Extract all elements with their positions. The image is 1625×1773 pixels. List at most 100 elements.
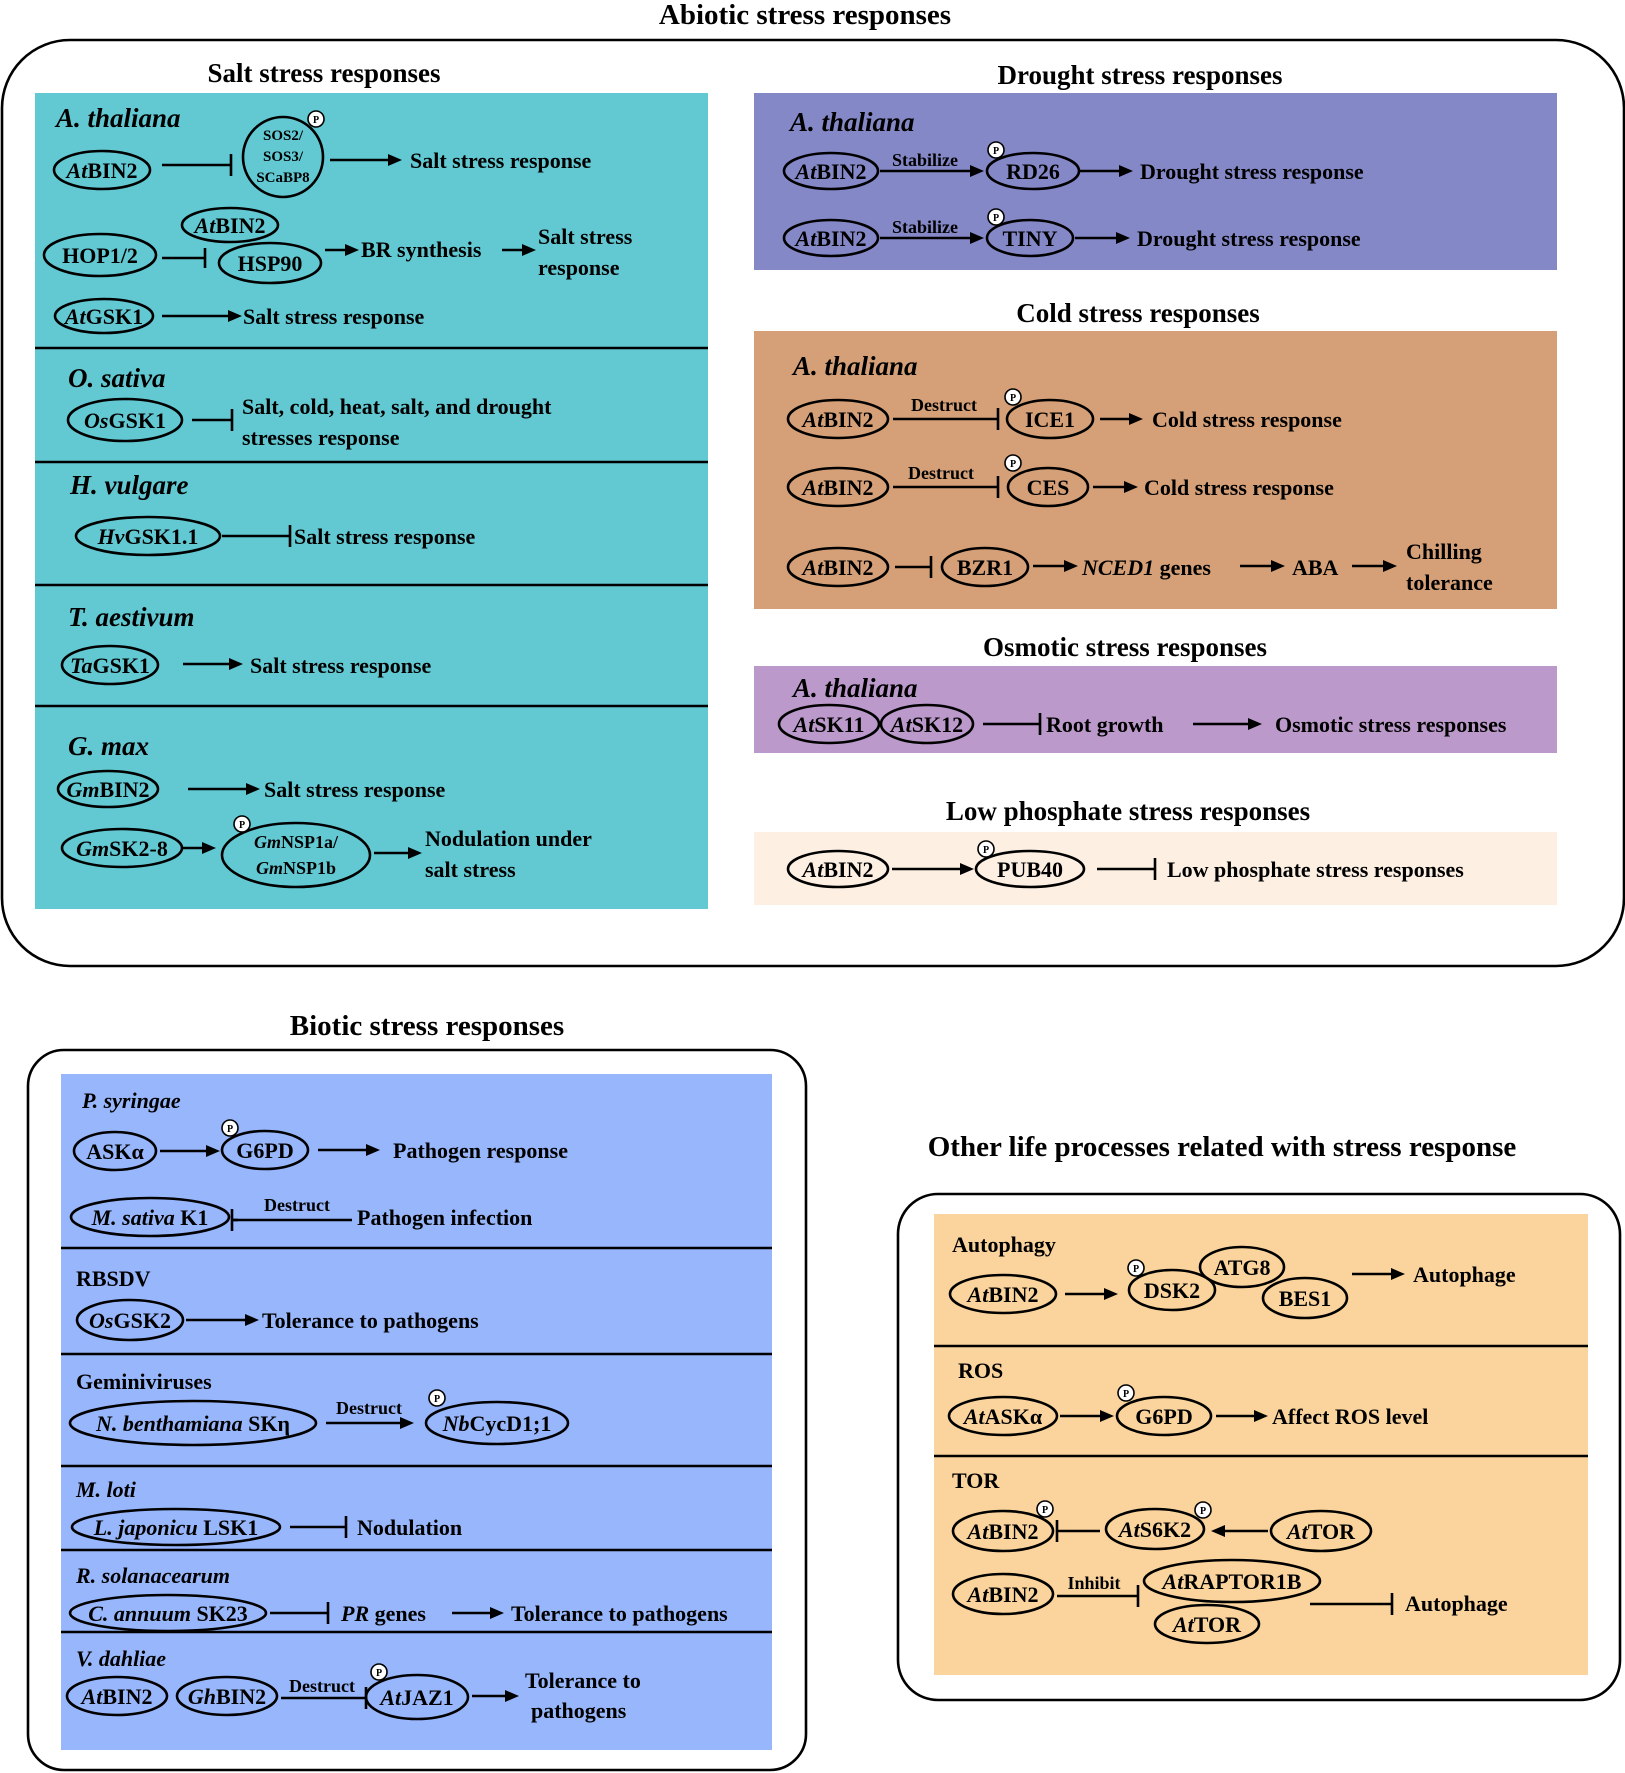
species-label: A. thaliana bbox=[791, 351, 918, 381]
arrowhead bbox=[1383, 560, 1397, 572]
pathogen-label: Geminiviruses bbox=[76, 1369, 212, 1394]
svg-text:C. annuum SK23: C. annuum SK23 bbox=[88, 1601, 248, 1626]
outcome-text: Cold stress response bbox=[1144, 475, 1334, 500]
arrowhead bbox=[505, 1690, 519, 1702]
edge-label: Destruct bbox=[289, 1676, 355, 1696]
outcome-text: Salt stress response bbox=[264, 777, 446, 802]
arrowhead bbox=[400, 1417, 414, 1429]
outcome-text: Tolerance to pathogens bbox=[511, 1601, 728, 1626]
svg-text:P: P bbox=[1200, 1506, 1206, 1517]
svg-text:SCaBP8: SCaBP8 bbox=[256, 170, 309, 186]
outcome-text: Low phosphate stress responses bbox=[1167, 857, 1464, 882]
node-atg8: ATG8 bbox=[1198, 1245, 1286, 1289]
svg-text:HvGSK1.1: HvGSK1.1 bbox=[97, 524, 199, 549]
node-hop12: HOP1/2 bbox=[42, 232, 158, 278]
node-atjaz1: AtJAZ1 bbox=[364, 1673, 470, 1721]
phospho-icon: P bbox=[307, 110, 325, 128]
outcome-text: Autophage bbox=[1405, 1591, 1508, 1616]
pathogen-label: R. solanacearum bbox=[75, 1563, 230, 1588]
outcome-text: PR genes bbox=[340, 1601, 426, 1626]
arrowhead bbox=[408, 847, 422, 859]
node-atbin2: AtBIN2 bbox=[180, 206, 280, 244]
node-attor: AtTOR bbox=[1269, 1509, 1373, 1553]
drought-heading: Drought stress responses bbox=[997, 60, 1282, 90]
node-ask-alpha: ASKα bbox=[72, 1130, 158, 1172]
node-osgsk2: OsGSK2 bbox=[75, 1298, 185, 1342]
biotic-frame bbox=[26, 1048, 808, 1772]
species-label: O. sativa bbox=[68, 363, 166, 393]
phospho-icon: P bbox=[987, 141, 1005, 159]
node-g6pd: G6PD bbox=[220, 1129, 310, 1171]
arrowhead bbox=[960, 863, 974, 875]
outcome-text: Affect ROS level bbox=[1272, 1404, 1428, 1429]
outcome-text: response bbox=[538, 255, 620, 280]
arrowhead bbox=[202, 842, 216, 854]
svg-text:CES: CES bbox=[1027, 475, 1070, 500]
pathogen-label: P. syringae bbox=[81, 1088, 181, 1113]
arrowhead bbox=[970, 165, 984, 177]
arrowhead bbox=[1104, 1288, 1118, 1300]
node-atbin2: AtBIN2 bbox=[951, 1572, 1055, 1616]
node-sos2-sos3-scabp8: SOS2/ SOS3/ SCaBP8 bbox=[241, 115, 325, 199]
svg-text:AtBIN2: AtBIN2 bbox=[65, 158, 138, 183]
svg-text:P: P bbox=[1123, 1389, 1129, 1400]
osmotic-panel bbox=[754, 666, 1557, 753]
arrowhead bbox=[1064, 560, 1078, 572]
arrowhead bbox=[388, 154, 402, 166]
svg-text:BZR1: BZR1 bbox=[957, 555, 1013, 580]
svg-text:P: P bbox=[376, 1668, 382, 1679]
node-tiny: TINY bbox=[985, 218, 1075, 258]
svg-text:DSK2: DSK2 bbox=[1144, 1278, 1200, 1303]
node-dsk2: DSK2 bbox=[1127, 1268, 1217, 1312]
node-ljlsk1: L. japonicu LSK1 bbox=[70, 1507, 282, 1547]
svg-text:GmNSP1a/: GmNSP1a/ bbox=[254, 832, 339, 852]
svg-text:P: P bbox=[313, 115, 319, 126]
outcome-text: Nodulation under bbox=[425, 826, 592, 851]
node-ces: CES bbox=[1006, 466, 1090, 508]
arrowhead bbox=[1100, 1410, 1114, 1422]
svg-text:RD26: RD26 bbox=[1006, 159, 1060, 184]
cold-heading: Cold stress responses bbox=[1016, 298, 1260, 328]
outcome-text: Salt stress response bbox=[243, 304, 425, 329]
svg-text:AtTOR: AtTOR bbox=[1285, 1519, 1356, 1544]
edge-label: Destruct bbox=[908, 463, 974, 483]
outcome-text: Salt stress response bbox=[294, 524, 476, 549]
svg-text:ICE1: ICE1 bbox=[1025, 407, 1075, 432]
phospho-icon: P bbox=[987, 208, 1005, 226]
svg-text:AtBIN2: AtBIN2 bbox=[966, 1519, 1039, 1544]
arrowhead bbox=[970, 232, 984, 244]
outcome-text: Pathogen response bbox=[393, 1138, 568, 1163]
arrowhead bbox=[1391, 1268, 1405, 1280]
node-atraptor1b: AtRAPTOR1B bbox=[1142, 1558, 1322, 1604]
node-nbskn: N. benthamiana SKη bbox=[68, 1399, 318, 1447]
edge-label: Stabilize bbox=[892, 217, 958, 237]
outcome-text: pathogens bbox=[531, 1698, 627, 1723]
node-atbin2: AtBIN2 bbox=[786, 398, 890, 440]
node-atbin2: AtBIN2 bbox=[782, 218, 880, 258]
svg-text:P: P bbox=[239, 820, 245, 831]
svg-text:AtBIN2: AtBIN2 bbox=[193, 213, 266, 238]
arrowhead bbox=[490, 1607, 504, 1619]
svg-text:P: P bbox=[1010, 459, 1016, 470]
biotic-heading: Biotic stress responses bbox=[290, 1010, 564, 1042]
phospho-icon: P bbox=[370, 1663, 388, 1681]
svg-text:P: P bbox=[1133, 1264, 1139, 1275]
phospho-icon: P bbox=[1127, 1259, 1145, 1277]
group-label: TOR bbox=[952, 1468, 1000, 1493]
node-nbcycd1: NbCycD1;1 bbox=[424, 1400, 570, 1446]
outcome-text: salt stress bbox=[425, 857, 516, 882]
arrowhead bbox=[1124, 481, 1138, 493]
svg-text:GmNSP1b: GmNSP1b bbox=[256, 858, 336, 878]
svg-text:TaGSK1: TaGSK1 bbox=[70, 653, 150, 678]
drought-panel bbox=[754, 93, 1557, 270]
edge-label: Destruct bbox=[336, 1398, 402, 1418]
svg-text:PUB40: PUB40 bbox=[997, 857, 1063, 882]
svg-text:AtJAZ1: AtJAZ1 bbox=[378, 1685, 453, 1710]
node-atbin2: AtBIN2 bbox=[65, 1675, 169, 1717]
outcome-text: NCED1 genes bbox=[1081, 555, 1211, 580]
svg-text:OsGSK2: OsGSK2 bbox=[89, 1308, 171, 1333]
node-gmbin2: GmBIN2 bbox=[56, 769, 160, 809]
svg-text:P: P bbox=[1010, 393, 1016, 404]
svg-text:AtBIN2: AtBIN2 bbox=[801, 555, 874, 580]
other-frame bbox=[896, 1192, 1622, 1702]
